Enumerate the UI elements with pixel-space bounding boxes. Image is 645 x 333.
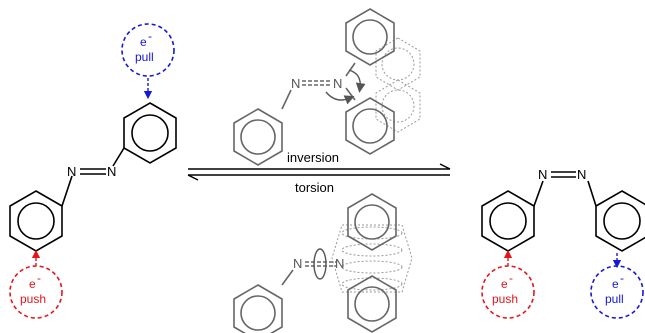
right-azobenzene: N N e - push e - pull: [481, 167, 645, 319]
inversion-ghost-rings: [375, 37, 421, 133]
left-push-label: push: [20, 292, 46, 306]
left-pull-charge: -: [148, 29, 152, 43]
right-ring-n-bond-left: [533, 180, 544, 207]
right-pull-bubble: e - pull: [590, 253, 644, 319]
torsion-upper-ring: [347, 193, 397, 251]
torsion-left-ring: [233, 284, 283, 333]
inversion-lower-ring: [345, 97, 395, 155]
right-pull-electron: e: [612, 277, 619, 291]
left-nitrogen-2: N: [107, 164, 116, 179]
inversion-curved-arrow-lower: [325, 91, 355, 105]
torsion-label: torsion: [295, 180, 334, 195]
right-push-electron: e: [501, 277, 508, 291]
left-push-bubble: e - push: [9, 249, 63, 319]
reverse-arrow-head: [187, 174, 199, 181]
torsion-ghost-rings: [331, 224, 413, 293]
inversion-nitrogen-1: N: [291, 76, 300, 91]
forward-arrow-head: [439, 163, 451, 170]
right-pull-label: pull: [605, 292, 624, 306]
inversion-mechanism: N N: [233, 8, 421, 166]
right-left-phenyl-ring: [481, 190, 535, 252]
right-nitrogen-1: N: [538, 167, 547, 182]
inversion-curved-arrow-upper: [348, 69, 366, 93]
right-nitrogen-2: N: [577, 167, 586, 182]
inversion-left-ring: [233, 108, 283, 166]
inversion-upper-ring: [345, 8, 395, 66]
left-pull-electron: e: [140, 35, 147, 49]
torsion-ring-n-bond: [281, 269, 294, 286]
torsion-lower-ring: [347, 275, 397, 333]
right-push-bubble: e - push: [481, 249, 535, 319]
left-nitrogen-1: N: [67, 164, 76, 179]
left-pull-bubble: e - pull: [121, 23, 175, 100]
equilibrium-arrows: inversion torsion: [187, 150, 451, 195]
torsion-rotation-ellipse: [313, 248, 327, 280]
torsion-nitrogen-2: N: [335, 256, 344, 271]
left-push-charge: -: [37, 271, 41, 285]
right-ring-n-bond-right: [587, 180, 597, 207]
left-ring-n-bond-upper: [112, 147, 125, 167]
right-push-charge: -: [509, 271, 513, 285]
left-azobenzene: N N e - pull e - push: [9, 23, 177, 319]
right-pull-charge: -: [620, 271, 624, 285]
torsion-nitrogen-1: N: [293, 256, 302, 271]
right-push-label: push: [492, 292, 518, 306]
left-pull-label: pull: [135, 50, 154, 64]
inversion-nitrogen-2: N: [333, 76, 342, 91]
inversion-n-upper-bond: [345, 62, 356, 77]
left-ring-n-bond-lower: [61, 175, 73, 207]
inversion-ring-n-bond: [281, 89, 292, 110]
left-lower-phenyl-ring: [9, 190, 63, 252]
right-right-phenyl-ring: [595, 190, 645, 252]
left-push-electron: e: [29, 277, 36, 291]
inversion-n-lower-bond: [345, 87, 356, 101]
torsion-mechanism: N N: [233, 193, 413, 333]
left-upper-phenyl-ring: [123, 102, 177, 164]
inversion-label: inversion: [287, 150, 339, 165]
